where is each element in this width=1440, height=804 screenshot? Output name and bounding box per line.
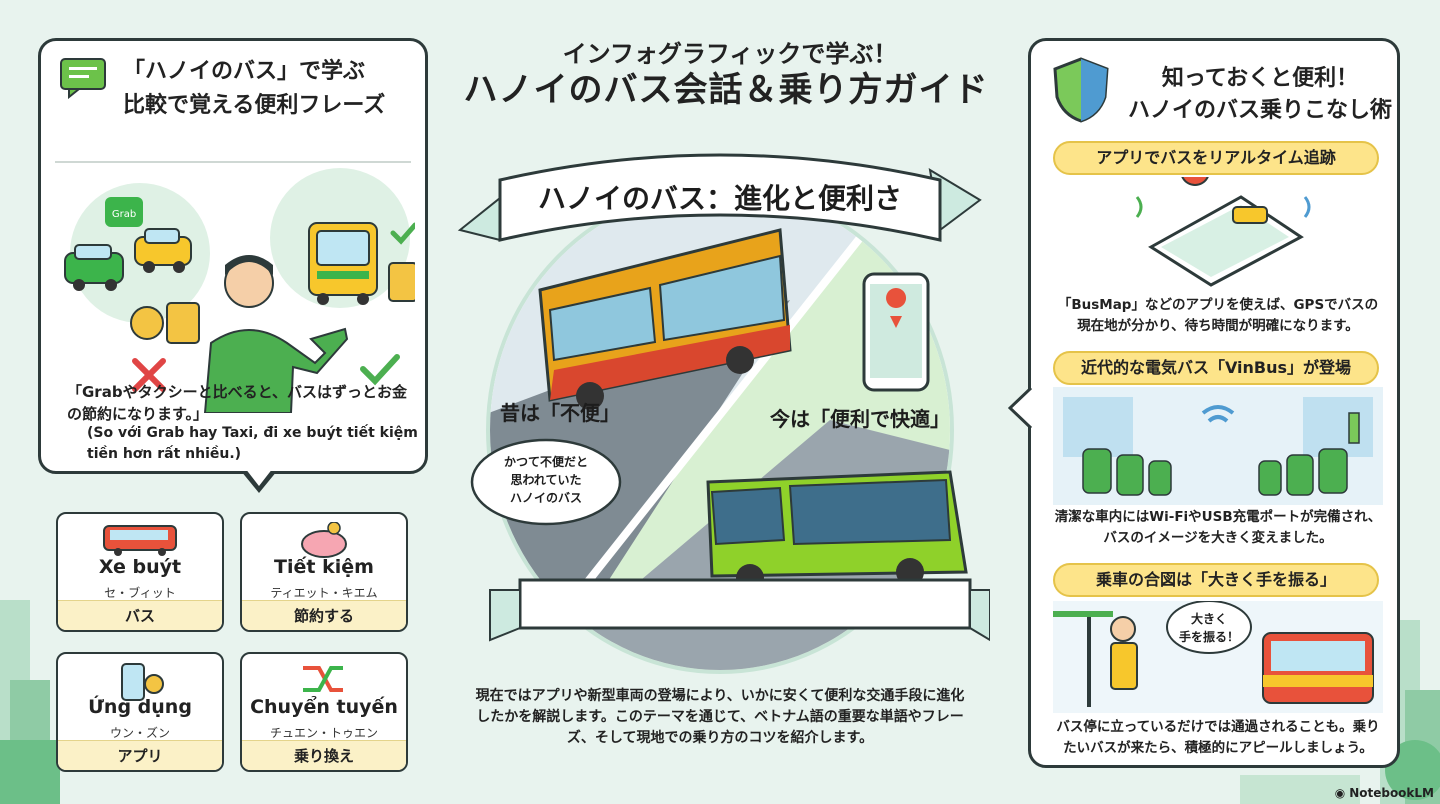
past-speech-bubble: かつて不便だと 思われていた ハノイのバス bbox=[470, 438, 622, 526]
tip1-title: アプリでバスをリアルタイム追跡 bbox=[1053, 141, 1379, 175]
vocab-card-save: Tiết kiệm ティエット・キエム 節約する bbox=[240, 512, 408, 632]
bottom-banner bbox=[518, 578, 972, 630]
grab-logo: Grab bbox=[112, 209, 136, 220]
comparison-illustration: Grab bbox=[64, 168, 415, 413]
vocab-vi: Ứng dụng bbox=[88, 696, 192, 718]
right-panel-title-line1: 知っておくと便利！ bbox=[1161, 66, 1359, 91]
bubble-line: かつて不便だと bbox=[504, 454, 588, 469]
brand-watermark: ◉ NotebookLM bbox=[1335, 786, 1434, 800]
title-banner: ハノイのバス：進化と便利さ bbox=[457, 153, 982, 242]
check-icon-large bbox=[360, 354, 400, 386]
right-panel-title-line2: ハノイのバス乗りこなし術 bbox=[1127, 98, 1392, 123]
waving-hand-illustration: 大きく 手を振る！ bbox=[1053, 601, 1383, 713]
yellow-bus-icon bbox=[308, 222, 378, 305]
old-bus-illustration bbox=[538, 228, 792, 410]
vocab-ja: 乗り換え bbox=[242, 740, 406, 770]
vocab-ja: アプリ bbox=[58, 740, 222, 770]
bus-interior-illustration bbox=[1053, 387, 1383, 505]
taxi-icon bbox=[134, 228, 192, 273]
vocab-kana: ティエット・キエム bbox=[270, 586, 378, 600]
vocab-kana: チュエン・トゥエン bbox=[269, 726, 378, 740]
brand-label: NotebookLM bbox=[1349, 786, 1434, 800]
person-illustration bbox=[203, 255, 349, 413]
vocab-vi: Chuyển tuyến bbox=[250, 696, 398, 718]
electric-bus-illustration bbox=[706, 470, 968, 592]
vocab-card-app: Ứng dụng ウン・ズン アプリ bbox=[56, 652, 224, 772]
bus-tips-panel: 知っておくと便利！ ハノイのバス乗りこなし術 アプリでバスをリアルタイム追跡 「… bbox=[1028, 38, 1400, 768]
left-panel-title-line1: 「ハノイのバス」で学ぶ bbox=[123, 59, 366, 84]
tip3-title: 乗車の合図は「大きく手を振る」 bbox=[1053, 563, 1379, 597]
tip3-text: バス停に立っているだけでは通過されることも。乗りたいバスが来たら、積極的にアピー… bbox=[1056, 719, 1380, 756]
check-icon bbox=[390, 222, 415, 245]
tip3-bubble-line: 手を振る！ bbox=[1179, 629, 1239, 644]
center-description: 現在ではアプリや新型車両の登場により、いかに安くて便利な交通手段に進化したかを解… bbox=[475, 688, 965, 746]
vocab-vi: Xe buýt bbox=[98, 556, 182, 578]
bus-icon bbox=[103, 525, 177, 556]
cross-icon bbox=[132, 358, 166, 392]
vocab-kana: ウン・ズン bbox=[109, 726, 170, 740]
page-title: ハノイのバス会話＆乗り方ガイド bbox=[463, 70, 989, 110]
vocab-ja: 節約する bbox=[242, 600, 406, 630]
piggy-bank-icon bbox=[301, 522, 347, 558]
tip1-text: 「BusMap」などのアプリを使えば、GPSでバスの現在地が分かり、待ち時間が明… bbox=[1057, 297, 1379, 334]
phrase-comparison-panel: 「ハノイのバス」で学ぶ 比較で覚える便利フレーズ Grab bbox=[38, 38, 428, 493]
vocab-card-transfer: Chuyển tuyến チュエン・トゥエン 乗り換え bbox=[240, 652, 408, 772]
shield-icon bbox=[1053, 57, 1109, 123]
coin-stack-icon bbox=[130, 302, 200, 344]
vocab-ja: バス bbox=[58, 600, 222, 630]
transfer-arrows-icon bbox=[303, 666, 343, 692]
chat-bubble-icon bbox=[60, 58, 106, 99]
wifi-icon bbox=[1201, 405, 1235, 423]
gps-phone-illustration bbox=[1135, 177, 1311, 287]
comparison-quote-ja: 「Grabやタクシーと比べると、バスはずっとお金の節約になります。」 bbox=[67, 383, 407, 423]
map-phone-icon bbox=[862, 272, 930, 392]
comparison-quote-vi: (So với Grab hay Taxi, đi xe buýt tiết k… bbox=[87, 425, 418, 462]
green-car-icon bbox=[64, 244, 124, 291]
vocab-vi: Tiết kiệm bbox=[274, 556, 374, 578]
tip2-title: 近代的な電気バス「VinBus」が登場 bbox=[1053, 351, 1379, 385]
now-label: 今は「便利で快適」 bbox=[770, 407, 950, 431]
phone-gear-icon bbox=[121, 663, 164, 701]
bubble-line: ハノイのバス bbox=[510, 491, 582, 505]
vocab-card-bus: Xe buýt セ・ブィット バス bbox=[56, 512, 224, 632]
banner-text: ハノイのバス：進化と便利さ bbox=[538, 182, 902, 215]
vocab-kana: セ・ブィット bbox=[104, 586, 176, 600]
tip3-bubble-line: 大きく bbox=[1191, 611, 1227, 626]
coin-stack-small-icon bbox=[388, 262, 415, 302]
usb-icon bbox=[1348, 412, 1360, 444]
notebooklm-logo-icon: ◉ bbox=[1334, 786, 1346, 800]
tip2-text: 清潔な車内にはWi-FiやUSB充電ポートが完備され、バスのイメージを大きく変え… bbox=[1054, 509, 1382, 546]
header-subtitle: インフォグラフィックで学ぶ！ bbox=[562, 40, 898, 68]
left-panel-title-line2: 比較で覚える便利フレーズ bbox=[123, 93, 386, 118]
speech-tail bbox=[241, 468, 277, 493]
divider bbox=[55, 161, 411, 163]
bubble-line: 思われていた bbox=[510, 473, 581, 487]
bus-evolution-illustration: ハノイのバス：進化と便利さ 昔は「不便」 今は「便利で快適」 かつて不便だと 思… bbox=[457, 153, 990, 674]
past-label: 昔は「不便」 bbox=[500, 401, 620, 425]
panel-pointer bbox=[1008, 388, 1032, 428]
